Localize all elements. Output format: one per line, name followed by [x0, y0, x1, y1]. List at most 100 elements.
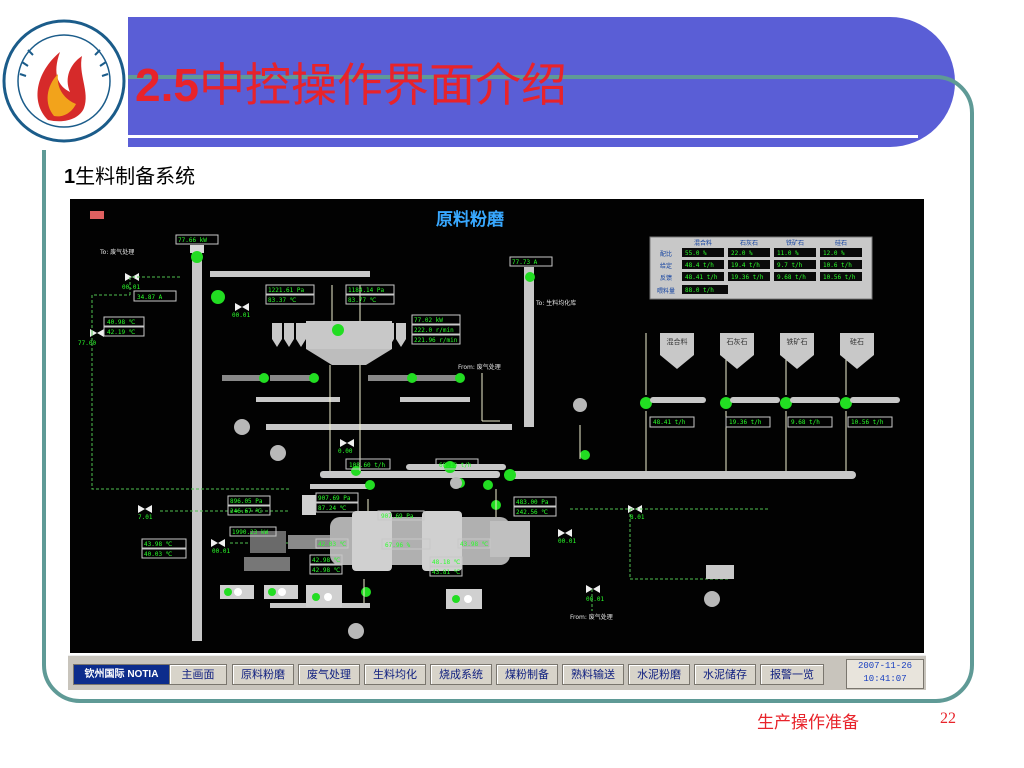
- row-label: 喂料量: [657, 287, 675, 295]
- title-number: 2.5: [135, 59, 199, 111]
- raw-mill[interactable]: [244, 495, 530, 571]
- reading: 77.73 A: [512, 259, 538, 266]
- hot-gas-generators[interactable]: [220, 585, 482, 609]
- time-text: 10:41:07: [863, 674, 907, 684]
- table-cell: 10.6 t/h: [823, 262, 852, 269]
- reading: 896.05 Pa: [230, 498, 263, 505]
- damper-value: 00.01: [212, 548, 230, 555]
- row-label: 反馈: [660, 274, 672, 282]
- row-label: 配比: [660, 250, 672, 258]
- reading: 246.67 ℃: [230, 508, 262, 515]
- ratio-table: 混合料 石灰石 铁矿石 硅石 配比 给定 反馈 喂料量 55.0 % 22.0 …: [649, 236, 873, 300]
- reading: 87.24 ℃: [318, 505, 347, 512]
- footer-text: 生产操作准备: [757, 713, 859, 733]
- separator-motor[interactable]: [332, 324, 344, 336]
- damper-value: 77.00: [78, 340, 96, 347]
- nav-raw-mill[interactable]: 原料粉磨: [232, 664, 294, 685]
- top-conveyor: [210, 271, 370, 277]
- bucket-elevator-left[interactable]: [192, 249, 202, 641]
- long-belt-conveyor: [510, 471, 856, 479]
- reading: 34.87 A: [137, 294, 163, 301]
- row-label: 给定: [660, 262, 672, 270]
- mill-feed-belt: [320, 471, 500, 478]
- reading: 40.98 ℃: [107, 319, 136, 326]
- damper-value: 8.01: [630, 514, 645, 521]
- slide-frame: [42, 75, 974, 703]
- table-cell: 10.56 t/h: [823, 274, 856, 281]
- table-cell: 48.41 t/h: [685, 274, 718, 281]
- label-to-exhaust: To: 废气处理: [99, 248, 134, 256]
- reading: 907.69 Pa: [381, 513, 414, 520]
- reading: 48.18 ℃: [432, 559, 461, 566]
- nav-clinker[interactable]: 熟料输送: [562, 664, 624, 685]
- dampers[interactable]: [90, 273, 642, 593]
- reading: 40.03 ℃: [144, 551, 173, 558]
- screen-title: 原料粉磨: [436, 209, 505, 230]
- status-indicator[interactable]: [90, 211, 104, 219]
- table-header: 硅石: [835, 239, 847, 247]
- silo-label: 硅石: [850, 337, 864, 346]
- nav-cement-mill[interactable]: 水泥粉磨: [628, 664, 690, 685]
- title-bar: [0, 17, 955, 147]
- page-number: 22: [940, 710, 956, 727]
- table-cell: 19.4 t/h: [731, 262, 760, 269]
- scada-navbar: 钦州国际 NOTIA 主画面 原料粉磨 废气处理 生料均化 烧成系统 煤粉制备 …: [68, 655, 926, 690]
- reading: 83.77 ℃: [348, 297, 377, 304]
- reading: 1184.14 Pa: [348, 287, 385, 294]
- nav-coal-mill[interactable]: 煤粉制备: [496, 664, 558, 685]
- small-bins-left: [272, 323, 306, 347]
- subtitle-text: 生料制备系统: [75, 164, 196, 188]
- reading: 483.00 Pa: [516, 499, 549, 506]
- slide-title: 2.5中控操作界面介绍: [135, 55, 567, 115]
- reading: 43.81 ℃: [432, 569, 461, 576]
- table-total: 88.0 t/h: [685, 287, 714, 294]
- bucket-elevator-right[interactable]: [524, 267, 534, 427]
- reading: 108.60 t/h: [349, 462, 386, 469]
- reading: 1990.23 kW: [232, 529, 269, 536]
- feeder-value: 19.36 t/h: [729, 419, 762, 426]
- reading: 68.13 t/h: [439, 462, 472, 469]
- nav-exhaust[interactable]: 废气处理: [298, 664, 360, 685]
- reading: 907.69 Pa: [318, 495, 351, 502]
- slide-subtitle: 1生料制备系统: [64, 160, 195, 189]
- reading: 42.98 ℃: [312, 567, 341, 574]
- label-from-exhaust: From: 废气处理: [458, 363, 501, 371]
- table-cell: 9.68 t/h: [777, 274, 806, 281]
- table-cell: 19.36 t/h: [731, 274, 764, 281]
- feeder-value: 10.56 t/h: [851, 419, 884, 426]
- gas-lines: [91, 276, 770, 611]
- feeder-value: 48.41 t/h: [653, 419, 686, 426]
- silo-label: 混合料: [667, 337, 688, 346]
- dust-collector[interactable]: [706, 565, 734, 579]
- title-text: 中控操作界面介绍: [198, 58, 567, 112]
- silo-label: 石灰石: [727, 337, 748, 346]
- weigh-feeders[interactable]: [650, 397, 900, 403]
- damper-value: 00.01: [232, 312, 250, 319]
- damper-value: 0.00: [338, 448, 353, 455]
- silo-label: 铁矿石: [787, 337, 808, 346]
- datetime-display: 2007-11-26 10:41:07: [846, 659, 924, 689]
- nav-homogenize[interactable]: 生料均化: [364, 664, 426, 685]
- mid-conveyor: [266, 424, 512, 430]
- motor-indicators[interactable]: [191, 251, 852, 597]
- nav-kiln[interactable]: 烧成系统: [430, 664, 492, 685]
- nav-cement-storage[interactable]: 水泥储存: [694, 664, 756, 685]
- title-underline: [128, 135, 918, 138]
- roller-feeders[interactable]: [222, 373, 465, 383]
- reading: 1221.61 Pa: [268, 287, 305, 294]
- school-logo: [0, 12, 128, 150]
- subtitle-number: 1: [64, 166, 76, 188]
- reading: 42.19 ℃: [107, 329, 136, 336]
- damper-value: 00.01: [558, 538, 576, 545]
- table-header: 混合料: [694, 239, 712, 247]
- nav-main-screen[interactable]: 主画面: [169, 664, 227, 685]
- reading: 83.37 ℃: [268, 297, 297, 304]
- exhaust-fans[interactable]: [234, 398, 720, 639]
- table-header: 石灰石: [740, 239, 758, 247]
- nav-alarm-list[interactable]: 报警一览: [760, 664, 824, 685]
- reading: 242.56 ℃: [516, 509, 548, 516]
- label-to-homogenizer: To: 生料均化库: [535, 299, 576, 307]
- damper-value: 00.01: [586, 596, 604, 603]
- raw-material-silos[interactable]: 混合料 石灰石 铁矿石 硅石: [660, 333, 874, 369]
- table-cell: 48.4 t/h: [685, 262, 714, 269]
